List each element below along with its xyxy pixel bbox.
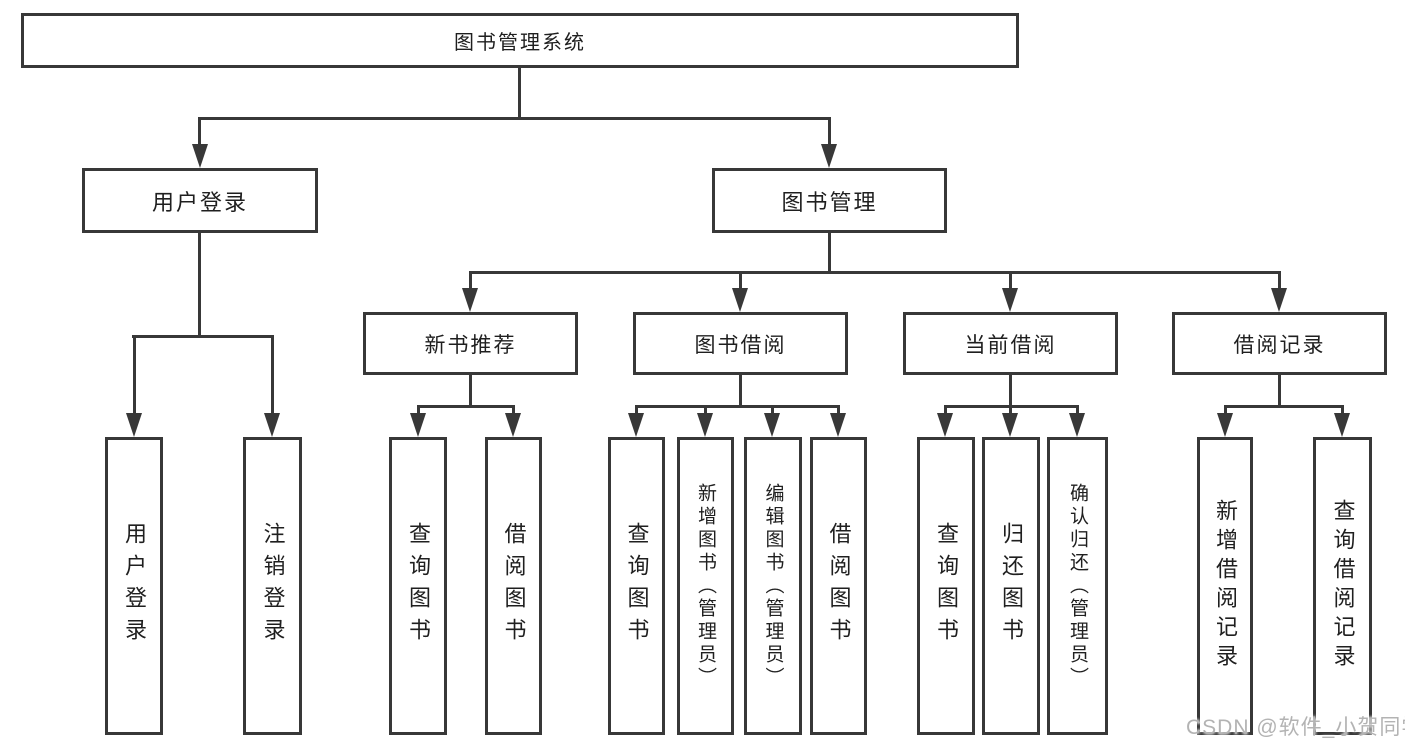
leaf-cb-return-books: 归还图书 <box>982 437 1040 735</box>
leaf-br-add-record: 新增借阅记录 <box>1197 437 1253 735</box>
arrowhead-leaf-br-add <box>1217 413 1233 437</box>
arrowhead-leaf-logout <box>264 413 280 437</box>
connector-user-login-stem <box>198 233 201 336</box>
arrowhead-leaf-br-query <box>1334 413 1350 437</box>
connector-leaf-cb-return <box>1009 405 1012 415</box>
arrowhead-book-borrow <box>732 288 748 312</box>
connector-leaf-bb-query <box>635 405 638 415</box>
connector-to-leaf-login <box>133 335 136 413</box>
leaf-bb-edit-books-admin: 编辑图书（管理员） <box>744 437 802 735</box>
leaf-br-add-record-label: 新增借阅记录 <box>1213 499 1238 673</box>
leaf-bb-borrow-books: 借阅图书 <box>810 437 867 735</box>
leaf-nb-borrow-books-label: 借阅图书 <box>501 522 527 650</box>
connector-leaf-bb-add <box>704 405 707 415</box>
leaf-logout-label: 注销登录 <box>260 522 286 650</box>
connector-level1-splitter <box>198 117 831 120</box>
leaf-bb-query-books-label: 查询图书 <box>624 522 650 650</box>
connector-leaf-br-query <box>1341 405 1344 415</box>
node-root: 图书管理系统 <box>21 13 1019 68</box>
connector-to-borrow-records <box>1278 271 1281 290</box>
leaf-bb-add-books-admin-label: 新增图书（管理员） <box>695 482 716 690</box>
leaf-cb-query-books: 查询图书 <box>917 437 975 735</box>
node-new-book-recommend: 新书推荐 <box>363 312 578 375</box>
arrowhead-current-borrow <box>1002 288 1018 312</box>
leaf-cb-query-books-label: 查询图书 <box>934 522 959 650</box>
leaf-bb-add-books-admin: 新增图书（管理员） <box>677 437 734 735</box>
node-borrow-records: 借阅记录 <box>1172 312 1387 375</box>
connector-user-login-splitter <box>132 335 274 338</box>
connector-current-borrow-stem <box>1009 375 1012 408</box>
leaf-nb-query-books-label: 查询图书 <box>406 522 431 650</box>
leaf-cb-confirm-return-admin-label: 确认归还（管理员） <box>1067 482 1088 690</box>
arrowhead-leaf-bb-edit <box>764 413 780 437</box>
leaf-bb-query-books: 查询图书 <box>608 437 665 735</box>
arrowhead-book-mgmt <box>821 144 837 168</box>
node-current-borrow: 当前借阅 <box>903 312 1118 375</box>
arrowhead-leaf-bb-add <box>697 413 713 437</box>
node-book-borrow-label: 图书借阅 <box>694 333 787 357</box>
connector-new-book-splitter <box>417 405 515 408</box>
connector-new-book-stem <box>469 375 472 408</box>
leaf-bb-borrow-books-label: 借阅图书 <box>826 522 852 650</box>
node-root-label: 图书管理系统 <box>454 32 586 54</box>
connector-book-borrow-splitter <box>635 405 840 408</box>
leaf-br-query-record: 查询借阅记录 <box>1313 437 1372 735</box>
connector-root-stem <box>518 68 521 118</box>
connector-to-user-login <box>198 117 201 145</box>
leaf-br-query-record-label: 查询借阅记录 <box>1330 499 1356 673</box>
arrowhead-leaf-nb-borrow <box>505 413 521 437</box>
leaf-cb-confirm-return-admin: 确认归还（管理员） <box>1047 437 1108 735</box>
connector-leaf-cb-confirm <box>1076 405 1079 415</box>
connector-book-mgmt-stem <box>828 233 831 274</box>
leaf-cb-return-books-label: 归还图书 <box>999 522 1024 650</box>
connector-leaf-br-add <box>1224 405 1227 415</box>
leaf-nb-query-books: 查询图书 <box>389 437 447 735</box>
connector-to-new-book <box>469 271 472 290</box>
leaf-bb-edit-books-admin-label: 编辑图书（管理员） <box>762 482 784 690</box>
arrowhead-leaf-login <box>126 413 142 437</box>
arrowhead-leaf-bb-query <box>628 413 644 437</box>
connector-leaf-bb-borrow <box>837 405 840 415</box>
leaf-logout: 注销登录 <box>243 437 302 735</box>
leaf-user-login-label: 用户登录 <box>122 522 147 650</box>
connector-current-borrow-splitter <box>945 405 1079 408</box>
connector-to-leaf-logout <box>271 335 274 413</box>
connector-leaf-cb-query <box>944 405 947 415</box>
connector-to-book-mgmt <box>828 117 831 145</box>
leaf-nb-borrow-books: 借阅图书 <box>485 437 542 735</box>
node-book-management-label: 图书管理 <box>781 189 878 215</box>
connector-leaf-nb-query <box>417 405 420 415</box>
connector-to-book-borrow <box>739 271 742 290</box>
connector-level3-splitter <box>469 271 1281 274</box>
arrowhead-leaf-cb-confirm <box>1069 413 1085 437</box>
connector-book-borrow-stem <box>739 375 742 408</box>
connector-leaf-nb-borrow <box>512 405 515 415</box>
node-book-management: 图书管理 <box>712 168 947 233</box>
arrowhead-leaf-bb-borrow <box>830 413 846 437</box>
node-new-book-recommend-label: 新书推荐 <box>424 333 517 357</box>
node-current-borrow-label: 当前借阅 <box>964 333 1057 357</box>
node-user-login: 用户登录 <box>82 168 318 233</box>
arrowhead-leaf-cb-return <box>1002 413 1018 437</box>
connector-to-current-borrow <box>1009 271 1012 290</box>
node-user-login-label: 用户登录 <box>151 189 248 215</box>
node-borrow-records-label: 借阅记录 <box>1233 333 1326 357</box>
node-book-borrow: 图书借阅 <box>633 312 848 375</box>
watermark: CSDN @软件_小贺同学 <box>1186 716 1405 739</box>
arrowhead-leaf-nb-query <box>410 413 426 437</box>
arrowhead-leaf-cb-query <box>937 413 953 437</box>
connector-borrow-records-stem <box>1278 375 1281 408</box>
connector-borrow-records-splitter <box>1224 405 1344 408</box>
arrowhead-new-book <box>462 288 478 312</box>
arrowhead-borrow-records <box>1271 288 1287 312</box>
connector-leaf-bb-edit <box>771 405 774 415</box>
arrowhead-user-login <box>192 144 208 168</box>
leaf-user-login: 用户登录 <box>105 437 163 735</box>
